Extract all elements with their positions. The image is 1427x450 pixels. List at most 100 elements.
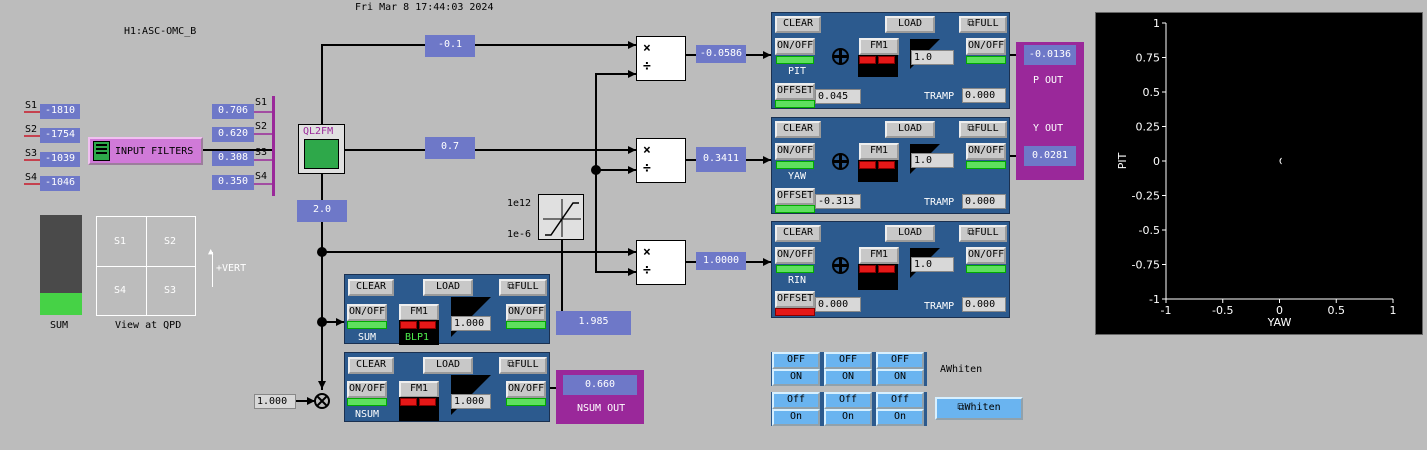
yaw-tramp-field[interactable]: 0.000 (962, 194, 1006, 209)
pit-full-button[interactable]: ⧉FULL (959, 16, 1007, 33)
pit-fm1-indicator (858, 55, 898, 77)
awhiten-1-off-button[interactable]: OFF (772, 352, 820, 369)
pit-output-onoff-button[interactable]: ON/OFF (966, 38, 1006, 55)
nsum-output-value: 0.660 (563, 375, 637, 395)
nsum-output-label: NSUM OUT (577, 403, 626, 414)
yaw-load-button[interactable]: LOAD (885, 121, 935, 138)
awhiten-2-on-button[interactable]: ON (824, 369, 872, 386)
yaw-norm-output: 0.3411 (696, 147, 746, 172)
x-tick-label: -0.5 (1212, 304, 1233, 317)
sum-bar-label: SUM (50, 320, 69, 331)
pit-clear-button[interactable]: CLEAR (775, 16, 821, 33)
qpd-quadrant-s4: S4 (114, 285, 127, 296)
whiten-3-on-button[interactable]: On (876, 409, 924, 426)
awhiten-3-on-button[interactable]: ON (876, 369, 924, 386)
sum-input-led (347, 321, 387, 329)
awhiten-2-off-button[interactable]: OFF (824, 352, 872, 369)
ql2fm-label: QL2FM (303, 126, 334, 137)
whiten-1-on-button[interactable]: On (772, 409, 820, 426)
x-tick-label: -1 (1161, 304, 1172, 317)
yaw-output-onoff-button[interactable]: ON/OFF (966, 143, 1006, 160)
pit-load-button[interactable]: LOAD (885, 16, 935, 33)
rin-fm1-button[interactable]: FM1 (859, 247, 899, 264)
yaw-clear-button[interactable]: CLEAR (775, 121, 821, 138)
matrix-in-s3: 0.308 (212, 151, 254, 166)
pit-offset-button[interactable]: OFFSET (775, 83, 815, 100)
nsum-input-gain-field[interactable]: 1.000 (254, 394, 296, 409)
saturation-icon (538, 194, 584, 240)
pit-gain-field[interactable]: 1.0 (911, 50, 954, 65)
yaw-offset-button[interactable]: OFFSET (775, 188, 815, 205)
normalize-pit-block: × ÷ (636, 36, 686, 81)
nsum-output-onoff-button[interactable]: ON/OFF (506, 381, 546, 398)
whiten-2-on-button[interactable]: On (824, 409, 872, 426)
rin-input-onoff-button[interactable]: ON/OFF (775, 247, 815, 264)
yaw-gain-value: 0.7 (425, 137, 475, 159)
nsum-full-button[interactable]: ⧉FULL (499, 357, 547, 374)
p-out-value: -0.0136 (1024, 45, 1076, 65)
sum-filter-name: BLP1 (405, 332, 430, 343)
x-tick-label: 0 (1276, 304, 1283, 317)
sum-fm1-button[interactable]: FM1 (399, 304, 439, 321)
whiten-3-off-button[interactable]: Off (876, 392, 924, 409)
matrix-label-s2: S2 (255, 121, 268, 132)
rin-offset-led (775, 308, 815, 316)
pit-tramp-field[interactable]: 0.000 (962, 88, 1006, 103)
nsum-load-button[interactable]: LOAD (423, 357, 473, 374)
matrix-grid-icon (304, 139, 339, 169)
y-tick-label: 0.75 (1136, 52, 1161, 65)
yaw-full-button[interactable]: ⧉FULL (959, 121, 1007, 138)
sum-filter-bank: CLEAR LOAD ⧉FULL ON/OFF SUM FM1 BLP1 1.0… (344, 274, 550, 345)
sum-clear-button[interactable]: CLEAR (348, 279, 394, 296)
rin-load-button[interactable]: LOAD (885, 225, 935, 242)
whiten-1-off-button[interactable]: Off (772, 392, 820, 409)
sum-output-onoff-button[interactable]: ON/OFF (506, 304, 546, 321)
pit-output-led (966, 56, 1006, 64)
yaw-fm1-button[interactable]: FM1 (859, 143, 899, 160)
pit-fm1-button[interactable]: FM1 (859, 38, 899, 55)
sum-input-onoff-button[interactable]: ON/OFF (347, 304, 387, 321)
whiten-2-off-button[interactable]: Off (824, 392, 872, 409)
awhiten-3-off-button[interactable]: OFF (876, 352, 924, 369)
pit-input-onoff-button[interactable]: ON/OFF (775, 38, 815, 55)
pit-filter-bank: CLEAR LOAD ⧉FULL ON/OFF PIT FM1 1.0 ON/O… (771, 12, 1010, 109)
yaw-input-led (776, 161, 814, 169)
matrix-in-s2: 0.620 (212, 127, 254, 142)
rin-full-button[interactable]: ⧉FULL (959, 225, 1007, 242)
yaw-gain-field[interactable]: 1.0 (911, 153, 954, 168)
y-tick-label: -0.25 (1132, 190, 1160, 203)
nsum-gain-field[interactable]: 1.000 (451, 394, 491, 409)
nsum-clear-button[interactable]: CLEAR (348, 357, 394, 374)
matrix-label-s1: S1 (255, 97, 268, 108)
awhiten-1-on-button[interactable]: ON (772, 369, 820, 386)
rin-offset-button[interactable]: OFFSET (775, 291, 815, 308)
rin-clear-button[interactable]: CLEAR (775, 225, 821, 242)
qpd-quadrant-s3: S3 (164, 285, 177, 296)
nsum-output-led (506, 398, 546, 406)
segment-value-s1: -1810 (40, 104, 80, 119)
rin-tramp-field[interactable]: 0.000 (962, 297, 1006, 312)
nsum-fm1-button[interactable]: FM1 (399, 381, 439, 398)
rin-input-led (776, 265, 814, 273)
yaw-input-onoff-button[interactable]: ON/OFF (775, 143, 815, 160)
x-axis-label: YAW (1267, 316, 1292, 329)
sum-load-button[interactable]: LOAD (423, 279, 473, 296)
nsum-input-onoff-button[interactable]: ON/OFF (347, 381, 387, 398)
pit-offset-field[interactable]: 0.045 (815, 89, 861, 104)
ql2fm-matrix-button[interactable]: QL2FM (298, 124, 345, 174)
input-filters-label: INPUT FILTERS (115, 146, 194, 157)
y-out-value: 0.0281 (1024, 146, 1076, 166)
yaw-offset-led (775, 205, 815, 213)
y-out-label: Y OUT (1033, 123, 1064, 134)
segment-label-s3: S3 (25, 148, 38, 159)
whiten-screen-button[interactable]: ⧉Whiten (935, 397, 1023, 420)
sum-full-button[interactable]: ⧉FULL (499, 279, 547, 296)
yaw-offset-field[interactable]: -0.313 (815, 194, 861, 209)
segment-value-s2: -1754 (40, 128, 80, 143)
rin-offset-field[interactable]: 0.000 (815, 297, 861, 312)
rin-output-onoff-button[interactable]: ON/OFF (966, 247, 1006, 264)
rin-gain-field[interactable]: 1.0 (911, 257, 954, 272)
divide-icon: ÷ (643, 263, 651, 278)
input-filters-button[interactable]: INPUT FILTERS (88, 137, 203, 165)
sum-gain-field[interactable]: 1.000 (451, 316, 491, 331)
